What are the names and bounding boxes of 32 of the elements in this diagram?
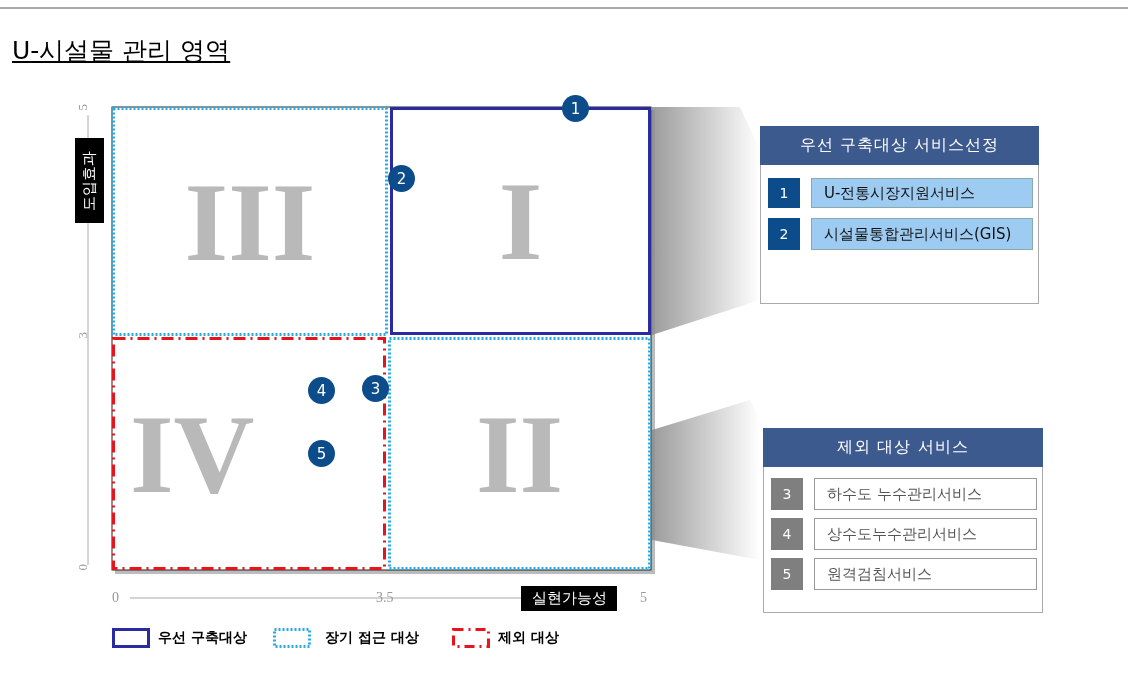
service-item: 하수도 누수관리서비스 [814, 478, 1037, 510]
axis-tick-label: 3 [76, 331, 91, 339]
axis-tick-label: 0 [112, 590, 119, 606]
number-badge: 1 [768, 178, 800, 208]
number-badge: 3 [771, 478, 803, 510]
quadrant-numeral: IV [130, 397, 255, 510]
axis-tick-label: 0 [76, 563, 91, 571]
axis-tick-label: 5 [76, 103, 91, 111]
panel-heading: 우선 구축대상 서비스선정 [760, 126, 1039, 165]
panel-heading: 제외 대상 서비스 [763, 428, 1043, 467]
service-panel [763, 428, 1043, 613]
service-item: 원격검침서비스 [814, 558, 1037, 590]
axis-title: 실현가능성 [521, 586, 617, 611]
quadrant-box [388, 337, 651, 570]
service-item: U-전통시장지원서비스 [811, 178, 1033, 208]
quadrant-numeral: II [475, 397, 564, 510]
legend-label: 우선 구축대상 [158, 629, 247, 647]
number-badge: 4 [771, 518, 803, 550]
number-badge: 2 [768, 218, 800, 250]
service-item: 시설물통합관리서비스(GIS) [811, 218, 1033, 250]
number-badge: 5 [771, 558, 803, 590]
service-item: 상수도누수관리서비스 [814, 518, 1037, 550]
title: U-시설물 관리 영역 [12, 35, 231, 67]
quadrant-numeral: I [498, 165, 543, 277]
quadrant-box [112, 107, 388, 336]
legend-label: 장기 접근 대상 [325, 629, 419, 647]
service-panel [760, 126, 1039, 304]
axis-title: 도입효과 [75, 138, 104, 223]
quadrant-numeral: III [184, 165, 316, 278]
axis-tick-label: 3.5 [376, 590, 394, 606]
axis-tick-label: 5 [640, 590, 647, 606]
legend-label: 제외 대상 [498, 629, 559, 647]
